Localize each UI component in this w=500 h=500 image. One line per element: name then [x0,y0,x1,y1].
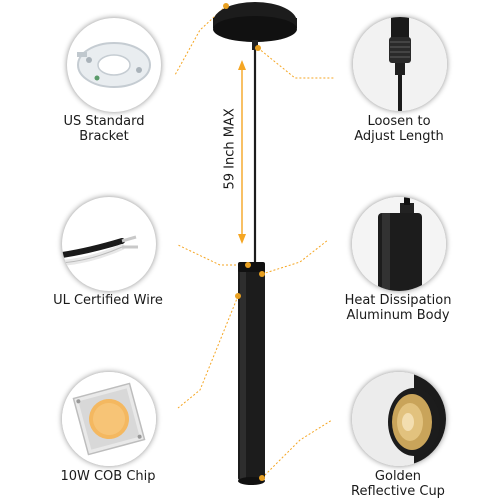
callout-dots [223,3,265,481]
loosen-label: Loosen to Adjust Length [354,114,444,144]
callout-line-loosen [257,47,335,79]
callout-line-wire [177,244,248,266]
cup-label: Golden Reflective Cup [351,469,445,499]
aluminum-body-icon [352,197,446,291]
canopy-stem [252,40,258,50]
tube-cap [238,262,265,272]
loosen-detail-circle [353,17,447,111]
callout-line-cup [261,419,333,479]
cob-chip-icon [62,372,156,466]
heat-label: Heat Dissipation Aluminum Body [344,293,452,323]
cable-grip-icon [353,17,447,111]
callout-line-bracket [174,5,227,76]
bracket-label: US Standard Bracket [63,114,145,144]
cup-detail-circle [352,372,446,466]
callout-line-heat [261,239,329,275]
dimension-label: 59 Inch MAX [222,108,238,190]
reflective-cup-icon [352,372,446,466]
canopy-base [213,16,297,42]
wire-detail-circle [62,197,156,291]
dimension-arrow [238,60,246,244]
callout-line-chip [177,295,239,409]
wire-icon [62,235,138,266]
heat-detail-circle [352,197,446,291]
chip-detail-circle [62,372,156,466]
chip-label: 10W COB Chip [60,469,156,484]
wire-label: UL Certified Wire [53,293,163,308]
bracket-detail-circle [67,18,161,112]
bracket-icon [77,42,151,88]
